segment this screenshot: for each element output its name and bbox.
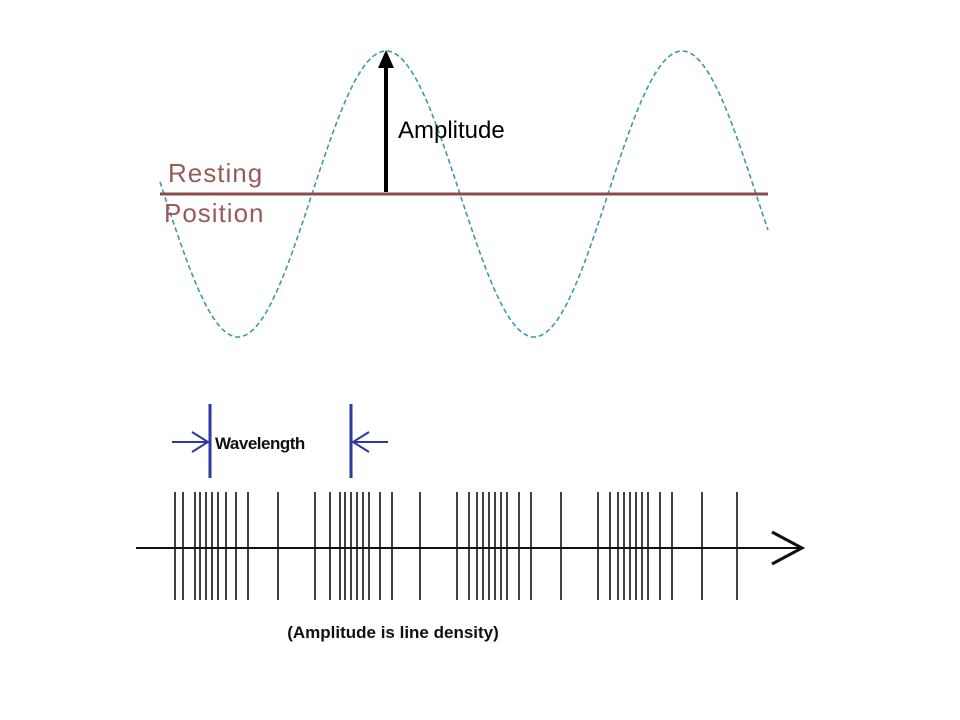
longitudinal-wave-diagram: Wavelength (Amplitude is line density) <box>136 404 806 642</box>
wavelength-left-arrow-icon <box>191 431 210 453</box>
wavelength-right-arrow-icon <box>351 431 370 453</box>
transverse-wave-diagram: Resting Position Amplitude <box>159 50 769 338</box>
wavelength-label: Wavelength <box>215 434 305 453</box>
axis-arrow-icon <box>771 530 806 566</box>
density-lines <box>174 492 738 600</box>
density-caption: (Amplitude is line density) <box>287 623 499 642</box>
wavelength-marker <box>172 404 388 478</box>
position-label: Position <box>164 198 265 228</box>
resting-label: Resting <box>168 158 263 188</box>
sine-wave <box>159 50 769 338</box>
amplitude-label: Amplitude <box>398 117 505 144</box>
amplitude-arrow-icon <box>378 50 394 68</box>
